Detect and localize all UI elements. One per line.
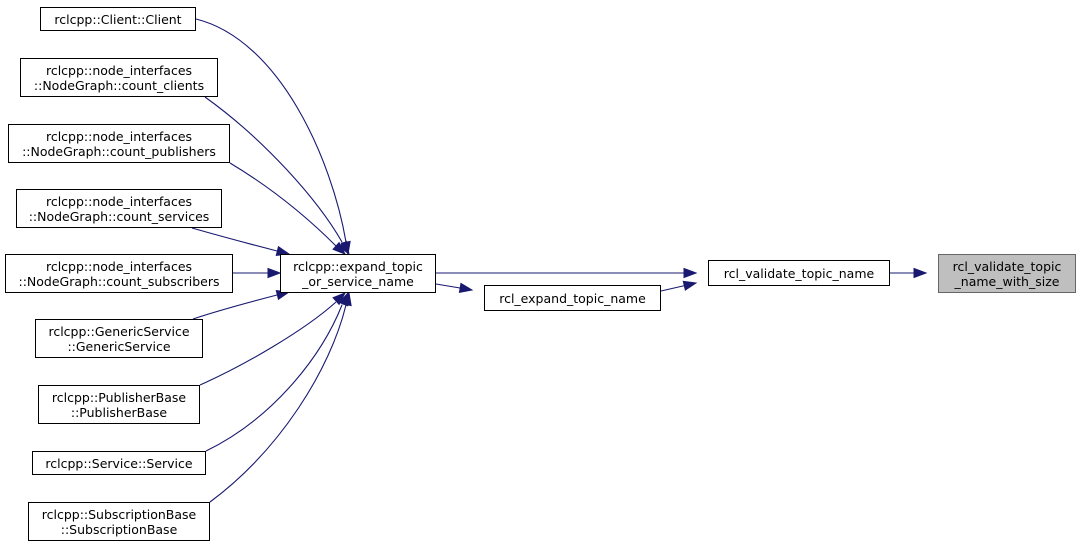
- node-label-line: _or_service_name: [302, 273, 414, 289]
- edge-line: [204, 96, 343, 243]
- edge-rcl_expand-to-rcl_validate: [660, 280, 698, 292]
- edge-expand_topic-to-rcl_expand: [435, 282, 474, 293]
- node-label-line: rclcpp::node_interfaces: [45, 258, 193, 274]
- edge-arrowhead: [267, 267, 282, 279]
- node-rcl-validate-topic-name-with-size[interactable]: rcl_validate_topic _name_with_size: [938, 254, 1076, 293]
- node-label-line: ::SubscriptionBase: [60, 521, 178, 537]
- edge-line: [192, 294, 278, 320]
- edge-arrowhead: [913, 267, 928, 279]
- edge-rcl_validate-to-rcl_validate_size: [890, 267, 928, 279]
- node-label-line: rcl_validate_topic: [952, 258, 1062, 274]
- node-label-line: rclcpp::node_interfaces: [45, 128, 193, 144]
- node-label-line: ::GenericService: [67, 338, 171, 354]
- node-label-line: rcl_expand_topic_name: [499, 290, 646, 306]
- edge-arrowhead: [458, 282, 474, 293]
- edge-publisher_base-to-expand_topic: [199, 292, 347, 386]
- edge-line: [229, 162, 337, 247]
- node-label-line: ::PublisherBase: [70, 404, 168, 420]
- node-label-line: rclcpp::Client::Client: [54, 11, 182, 27]
- node-expand-topic-or-service-name[interactable]: rclcpp::expand_topic _or_service_name: [280, 254, 436, 293]
- edge-arrowhead: [341, 291, 352, 307]
- node-rcl-validate-topic-name[interactable]: rcl_validate_topic_name: [708, 260, 890, 286]
- node-label-line: rclcpp::PublisherBase: [51, 389, 187, 405]
- edge-count_publishers-to-expand_topic: [229, 162, 347, 255]
- node-label-line: ::NodeGraph::count_subscribers: [18, 273, 220, 289]
- edge-line: [199, 301, 337, 386]
- node-label-line: rclcpp::node_interfaces: [45, 193, 193, 209]
- edge-count_subscribers-to-expand_topic: [233, 267, 282, 279]
- node-rclcpp-service-service[interactable]: rclcpp::Service::Service: [32, 451, 206, 475]
- edge-expand_topic-to-rcl_validate: [436, 267, 698, 279]
- edge-line: [191, 227, 278, 252]
- node-label-line: rclcpp::expand_topic: [293, 258, 423, 274]
- node-label-line: _name_with_size: [954, 273, 1060, 289]
- edge-line: [205, 304, 343, 452]
- edge-subscription_base-to-expand_topic: [209, 291, 352, 503]
- node-label-line: ::NodeGraph::count_publishers: [22, 143, 216, 159]
- edge-arrowhead: [337, 240, 350, 256]
- node-label-line: rclcpp::GenericService: [48, 323, 190, 339]
- node-count-publishers[interactable]: rclcpp::node_interfaces ::NodeGraph::cou…: [8, 124, 230, 163]
- node-label-line: rclcpp::node_interfaces: [45, 62, 193, 78]
- edge-line: [195, 18, 347, 243]
- node-generic-service[interactable]: rclcpp::GenericService ::GenericService: [35, 319, 203, 358]
- edge-line: [209, 304, 347, 503]
- node-count-subscribers[interactable]: rclcpp::node_interfaces ::NodeGraph::cou…: [5, 254, 233, 293]
- edge-arrowhead: [332, 292, 347, 306]
- node-label-line: rclcpp::Service::Service: [45, 455, 193, 471]
- node-publisher-base[interactable]: rclcpp::PublisherBase ::PublisherBase: [38, 385, 200, 424]
- node-label-line: rcl_validate_topic_name: [723, 265, 875, 281]
- edge-arrowhead: [683, 267, 698, 279]
- node-subscription-base[interactable]: rclcpp::SubscriptionBase ::SubscriptionB…: [28, 502, 210, 541]
- node-label-line: rclcpp::SubscriptionBase: [41, 506, 197, 522]
- node-count-services[interactable]: rclcpp::node_interfaces ::NodeGraph::cou…: [16, 189, 222, 228]
- node-rclcpp-client-client[interactable]: rclcpp::Client::Client: [40, 7, 196, 31]
- node-rcl-expand-topic-name[interactable]: rcl_expand_topic_name: [484, 285, 661, 311]
- edge-arrowhead: [332, 241, 347, 255]
- edge-arrowhead: [682, 280, 698, 291]
- edge-count_clients-to-expand_topic: [204, 96, 350, 256]
- node-label-line: ::NodeGraph::count_services: [28, 208, 210, 224]
- node-label-line: ::NodeGraph::count_clients: [33, 77, 205, 93]
- node-count-clients[interactable]: rclcpp::node_interfaces ::NodeGraph::cou…: [20, 58, 218, 97]
